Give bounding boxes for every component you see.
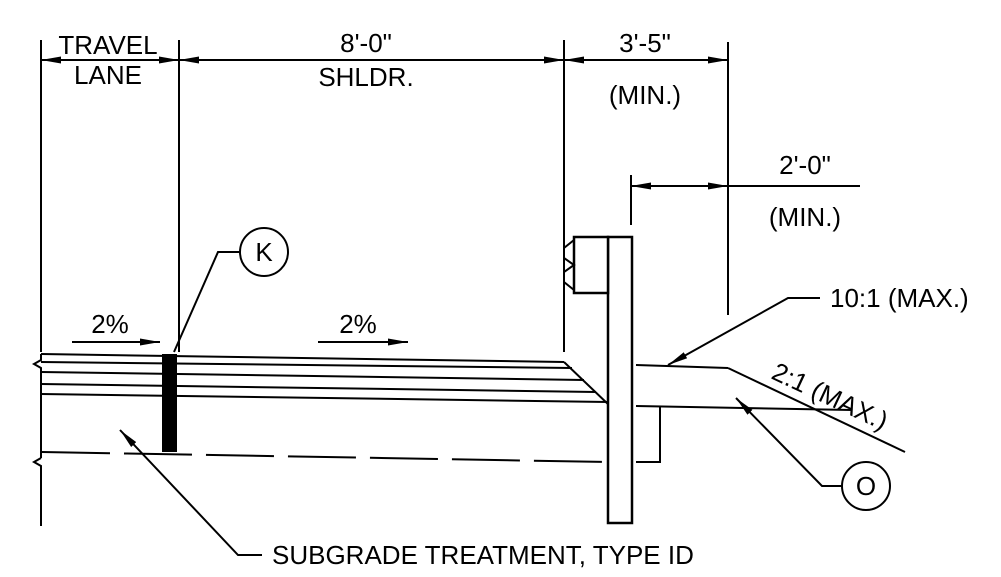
o-leader-line [735, 397, 842, 487]
break-line-top [31, 354, 42, 374]
guardrail-rail-profile [563, 239, 576, 291]
travel-lane-label-line2: LANE [74, 60, 142, 90]
clearance-value: 3'-5" [619, 28, 671, 58]
k-leader-line [173, 251, 240, 353]
offset-value: 2'-0" [779, 150, 831, 180]
pavement-layer-line-3 [40, 383, 597, 393]
shoulder-width-value: 8'-0" [340, 28, 392, 58]
k-callout-label: K [255, 237, 273, 267]
subgrade-leader-line [119, 429, 262, 556]
guardrail-assembly [563, 235, 634, 525]
pavement-layer-line-1 [40, 361, 573, 369]
extension-lines [40, 40, 729, 352]
pavement-section [31, 353, 906, 526]
lane-slope-label: 2% [91, 309, 129, 339]
fore-slope-line [635, 364, 729, 369]
guardrail-post [606, 235, 634, 525]
pavement-base-line [40, 393, 609, 403]
pavement-layer-line-2 [40, 371, 585, 381]
fore-slope-label: 10:1 (MAX.) [830, 283, 969, 313]
edge-marker-strip [162, 354, 177, 452]
guardrail-blockout [572, 235, 610, 295]
travel-lane-label-line1: TRAVEL [58, 30, 157, 60]
offset-min-note: (MIN.) [769, 202, 841, 232]
o-callout-label: O [856, 471, 876, 501]
subgrade-treatment-label: SUBGRADE TREATMENT, TYPE ID [272, 540, 694, 570]
shoulder-taper-line [563, 361, 611, 407]
shoulder-slope-label: 2% [339, 309, 377, 339]
k-callout-circle [239, 227, 289, 277]
subgrade-return-line [636, 406, 661, 463]
dimension-lines [41, 56, 860, 190]
clearance-min-note: (MIN.) [609, 80, 681, 110]
shoulder-label: SHLDR. [318, 62, 413, 92]
subgrade-dashed-line [41, 451, 609, 463]
pavement-surface-line [40, 353, 565, 363]
fore-slope-leader [667, 297, 820, 366]
break-line-bottom [31, 457, 42, 526]
o-callout-circle [841, 461, 891, 511]
